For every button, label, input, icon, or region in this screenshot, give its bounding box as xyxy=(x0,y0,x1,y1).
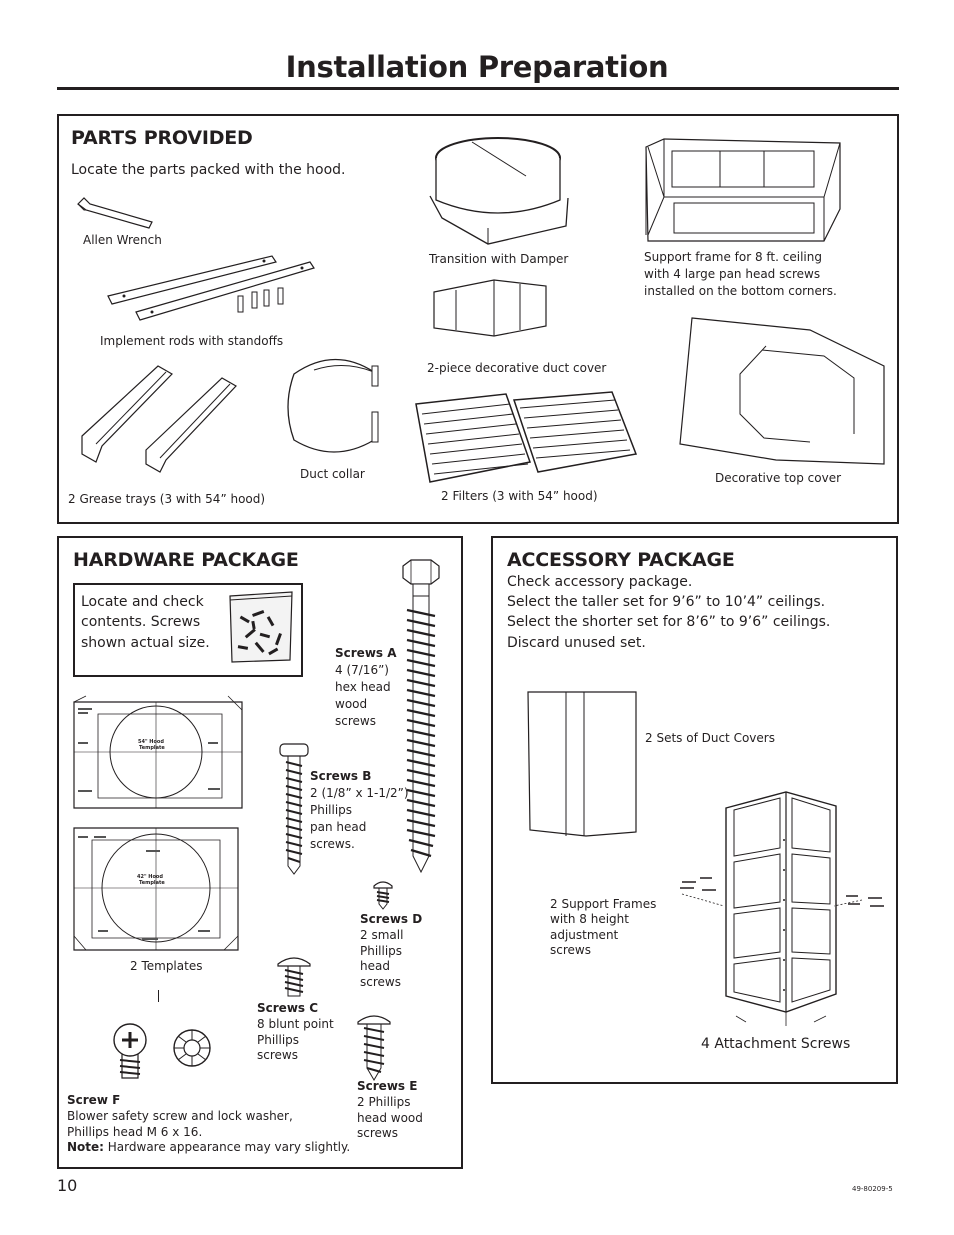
implement-rods-illustration xyxy=(104,254,316,326)
support-frames-line-1: 2 Support Frames xyxy=(550,897,657,911)
screws-c-line-2: Phillips xyxy=(257,1033,300,1047)
transition-damper-illustration xyxy=(428,128,570,246)
parts-intro: Locate the parts packed with the hood. xyxy=(71,162,346,178)
screws-a-name: Screws A xyxy=(335,646,397,660)
screw-f-illustration xyxy=(110,1022,216,1082)
note-text: Hardware appearance may vary slightly. xyxy=(103,1140,351,1154)
template-54-illustration xyxy=(72,696,244,810)
hardware-note: Note: Hardware appearance may vary sligh… xyxy=(67,1139,350,1155)
parts-heading: PARTS PROVIDED xyxy=(71,127,253,149)
screws-b-line-1: 2 (1/8” x 1-1/2”) xyxy=(310,786,409,800)
screws-e-line-3: screws xyxy=(357,1126,398,1140)
support-frames-line-2: with 8 height xyxy=(550,912,629,926)
screws-e-illustration xyxy=(356,1010,392,1082)
support-frame-line-2: with 4 large pan head screws xyxy=(644,267,821,281)
support-frames-line-3: adjustment xyxy=(550,928,619,942)
locate-line-1: Locate and check xyxy=(81,594,204,610)
screws-a-illustration xyxy=(399,560,443,876)
document-code: 49-80209-5 xyxy=(852,1185,893,1193)
cut-mark xyxy=(158,990,159,1002)
locate-line-3: shown actual size. xyxy=(81,635,210,651)
support-frames-illustration xyxy=(680,790,884,1026)
page-number: 10 xyxy=(57,1176,78,1195)
template-42-illustration xyxy=(72,826,242,952)
screws-b-line-4: screws. xyxy=(310,837,355,851)
duct-covers-illustration xyxy=(526,690,640,838)
attachment-screws-label: 4 Attachment Screws xyxy=(701,1036,851,1052)
support-frame-line-1: Support frame for 8 ft. ceiling xyxy=(644,250,822,264)
screw-f-name: Screw F xyxy=(67,1093,121,1107)
locate-contents-box xyxy=(73,583,303,677)
screws-c-line-3: screws xyxy=(257,1048,298,1062)
screws-d-line-3: head xyxy=(360,959,390,973)
transition-label: Transition with Damper xyxy=(429,252,569,266)
template-54-title-1: 54" Hood xyxy=(138,739,164,745)
support-frames-line-4: screws xyxy=(550,943,591,957)
parts-provided-panel xyxy=(57,114,899,524)
duct-cover-label: 2-piece decorative duct cover xyxy=(427,361,607,375)
page-title: Installation Preparation xyxy=(285,50,669,84)
screws-c-name: Screws C xyxy=(257,1001,319,1015)
screws-e-name: Screws E xyxy=(357,1079,418,1093)
decorative-duct-cover-illustration xyxy=(430,278,550,340)
screws-a-line-2: hex head xyxy=(335,680,391,694)
accessory-line-4: Discard unused set. xyxy=(507,635,646,651)
accessory-package-panel xyxy=(491,536,898,1084)
templates-label: 2 Templates xyxy=(130,959,203,973)
screws-c-illustration xyxy=(276,952,312,1000)
hardware-package-panel xyxy=(57,536,463,1169)
screws-d-name: Screws D xyxy=(360,912,423,926)
template-42-title-1: 42" Hood xyxy=(137,874,163,880)
duct-collar-illustration xyxy=(284,352,384,462)
top-cover-label: Decorative top cover xyxy=(715,471,842,485)
screws-a-line-4: screws xyxy=(335,714,376,728)
locate-line-2: contents. Screws xyxy=(81,614,201,630)
grease-trays-label: 2 Grease trays (3 with 54” hood) xyxy=(68,492,266,506)
accessory-line-2: Select the taller set for 9’6” to 10’4” … xyxy=(507,594,826,610)
hardware-heading: HARDWARE PACKAGE xyxy=(73,549,299,571)
screws-a-line-3: wood xyxy=(335,697,368,711)
screws-b-name: Screws B xyxy=(310,769,372,783)
screws-d-line-1: 2 small xyxy=(360,928,404,942)
duct-collar-label: Duct collar xyxy=(300,467,365,481)
template-54-title-2: Template xyxy=(139,745,165,751)
screws-c-line-1: 8 blunt point xyxy=(257,1017,334,1031)
screws-e-line-1: 2 Phillips xyxy=(357,1095,411,1109)
screws-b-illustration xyxy=(278,742,310,876)
support-frame-illustration xyxy=(640,137,848,245)
filters-illustration xyxy=(412,392,640,488)
note-label: Note: xyxy=(67,1140,104,1154)
decorative-top-cover-illustration xyxy=(676,316,888,466)
screw-f-line-1: Blower safety screw and lock washer, xyxy=(67,1109,293,1123)
grease-trays-illustration xyxy=(78,364,240,474)
accessory-line-3: Select the shorter set for 8’6” to 9’6” … xyxy=(507,614,831,630)
accessory-heading: ACCESSORY PACKAGE xyxy=(507,549,735,571)
allen-wrench-label: Allen Wrench xyxy=(83,233,162,247)
screws-d-line-4: screws xyxy=(360,975,401,989)
title-rule xyxy=(57,87,899,90)
screws-a-line-1: 4 (7/16”) xyxy=(335,663,389,677)
screws-b-line-3: pan head xyxy=(310,820,367,834)
allen-wrench-illustration xyxy=(74,196,158,230)
screw-f-line-2: Phillips head M 6 x 16. xyxy=(67,1125,203,1139)
screws-d-illustration xyxy=(372,878,394,910)
screw-bag-illustration xyxy=(226,590,296,666)
filters-label: 2 Filters (3 with 54” hood) xyxy=(441,489,598,503)
support-frame-line-3: installed on the bottom corners. xyxy=(644,284,837,298)
accessory-line-1: Check accessory package. xyxy=(507,574,693,590)
implement-rods-label: Implement rods with standoffs xyxy=(100,334,284,348)
screws-b-line-2: Phillips xyxy=(310,803,353,817)
template-42-title-2: Template xyxy=(139,880,165,886)
screws-e-line-2: head wood xyxy=(357,1111,423,1125)
screws-d-line-2: Phillips xyxy=(360,944,403,958)
duct-covers-label: 2 Sets of Duct Covers xyxy=(645,731,775,745)
